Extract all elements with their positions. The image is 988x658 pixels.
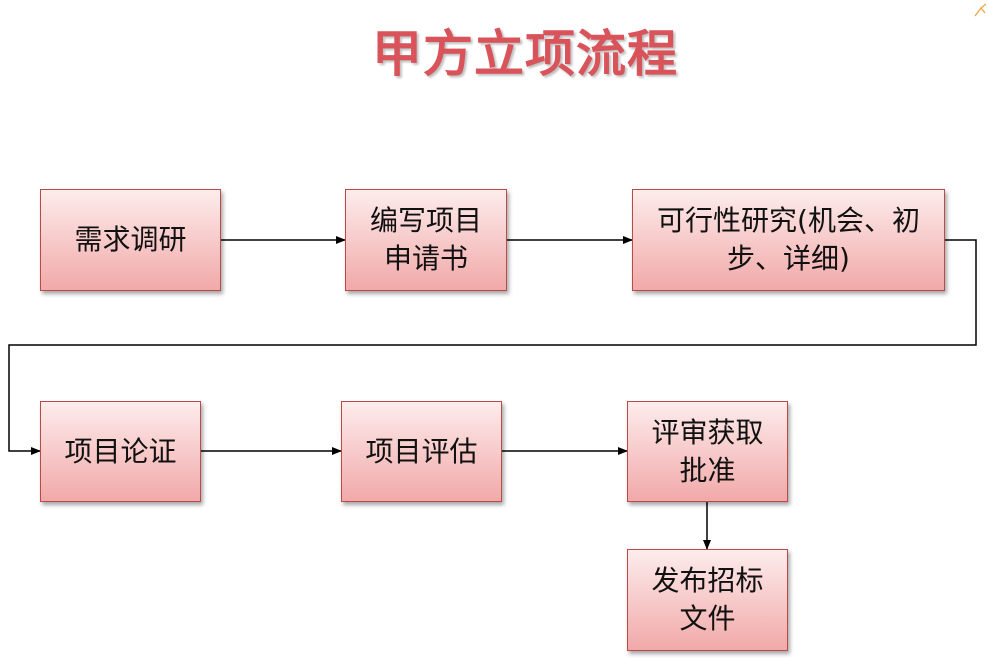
- orange-outline-mark-icon: [974, 3, 987, 17]
- node-write-proposal: 编写项目申请书: [345, 189, 507, 291]
- node-label: 可行性研究(机会、初步、详细): [657, 204, 920, 275]
- node-review-approval: 评审获取批准: [627, 401, 788, 502]
- node-label: 需求调研: [74, 223, 187, 256]
- node-label: 发布招标文件: [651, 564, 764, 635]
- node-publish-tender: 发布招标文件: [627, 549, 788, 651]
- slide-title: 甲方立项流程: [372, 25, 678, 83]
- node-label: 项目评估: [365, 434, 478, 468]
- node-demand-research: 需求调研: [40, 189, 221, 291]
- node-label: 编写项目申请书: [369, 204, 482, 275]
- node-project-demonstration: 项目论证: [40, 401, 201, 502]
- node-label: 项目论证: [64, 434, 177, 468]
- node-feasibility-study: 可行性研究(机会、初步、详细): [632, 189, 945, 291]
- arrow-feasibility-to-demonstration: [8, 239, 977, 455]
- node-label: 评审获取批准: [651, 415, 764, 487]
- node-project-evaluation: 项目评估: [341, 401, 502, 502]
